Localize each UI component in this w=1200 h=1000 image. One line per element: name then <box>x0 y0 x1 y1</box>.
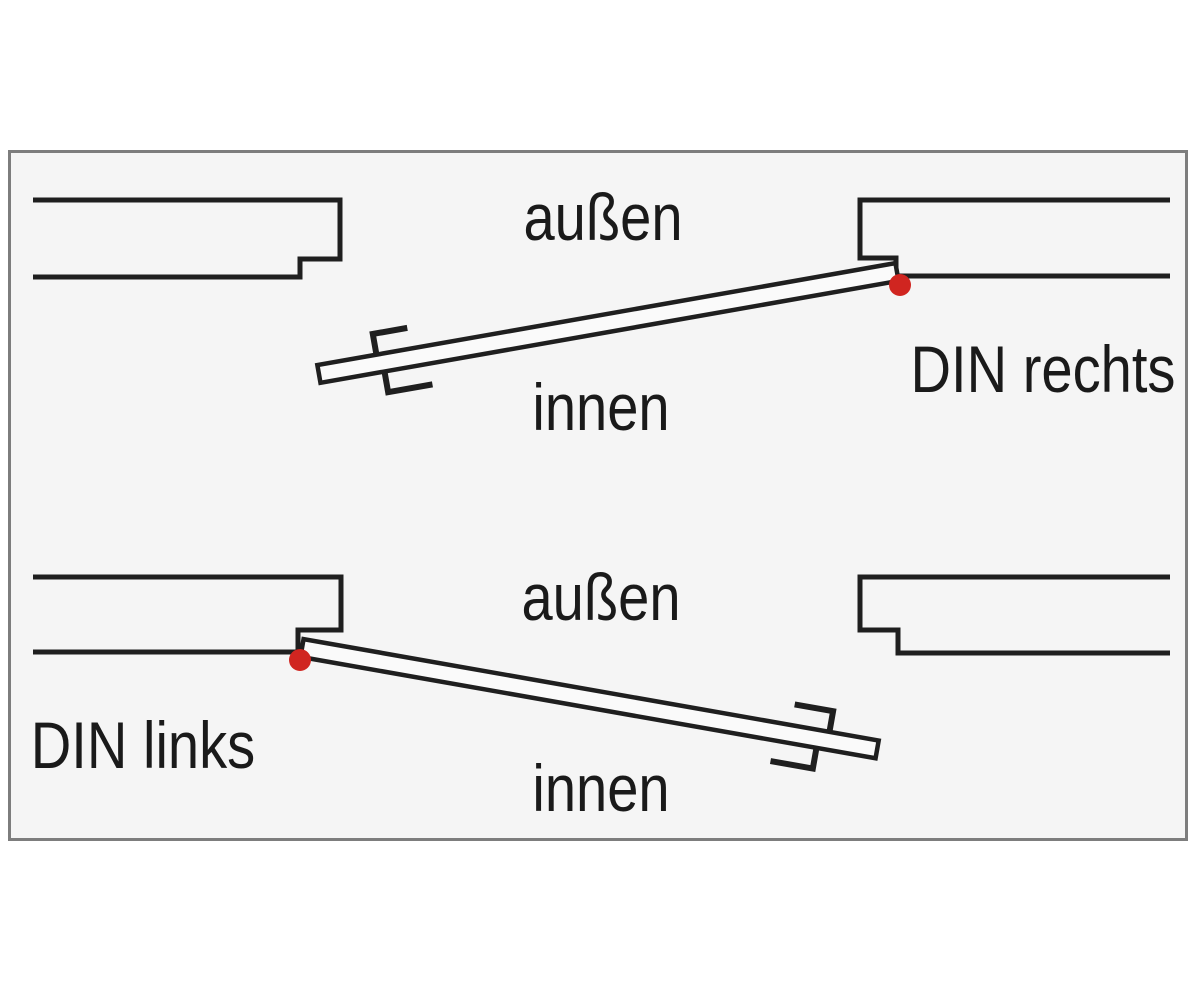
door-leaf-bottom <box>297 636 882 761</box>
door-handle-inside-icon-top <box>381 370 433 396</box>
wall-section-top-left <box>33 197 343 280</box>
din-links-label: DIN links <box>30 708 256 782</box>
hinge-dot-icon-bottom <box>289 649 311 671</box>
door-handle-inside-icon-bottom <box>769 747 820 773</box>
wall-section-bottom-left <box>33 574 344 655</box>
hinge-dot-icon-top <box>889 274 911 296</box>
wall-section-top-right <box>857 197 1170 279</box>
inside-label-bottom: innen <box>532 751 670 825</box>
door-leaf-group-top <box>314 260 902 396</box>
door-leaf-group-bottom <box>297 636 882 773</box>
door-leaf-top <box>314 260 902 386</box>
wall-section-bottom-right <box>857 574 1170 656</box>
outside-label-top: außen <box>523 180 683 254</box>
diagram-din-rechts <box>33 197 1170 396</box>
door-handle-outside-icon-top <box>369 324 408 356</box>
din-rechts-label: DIN rechts <box>910 332 1176 406</box>
door-handle-outside-icon-bottom <box>794 701 837 733</box>
diagram-panel <box>8 150 1188 841</box>
inside-label-top: innen <box>532 370 670 444</box>
outside-label-bottom: außen <box>521 560 681 634</box>
diagram-din-links <box>33 574 1170 773</box>
